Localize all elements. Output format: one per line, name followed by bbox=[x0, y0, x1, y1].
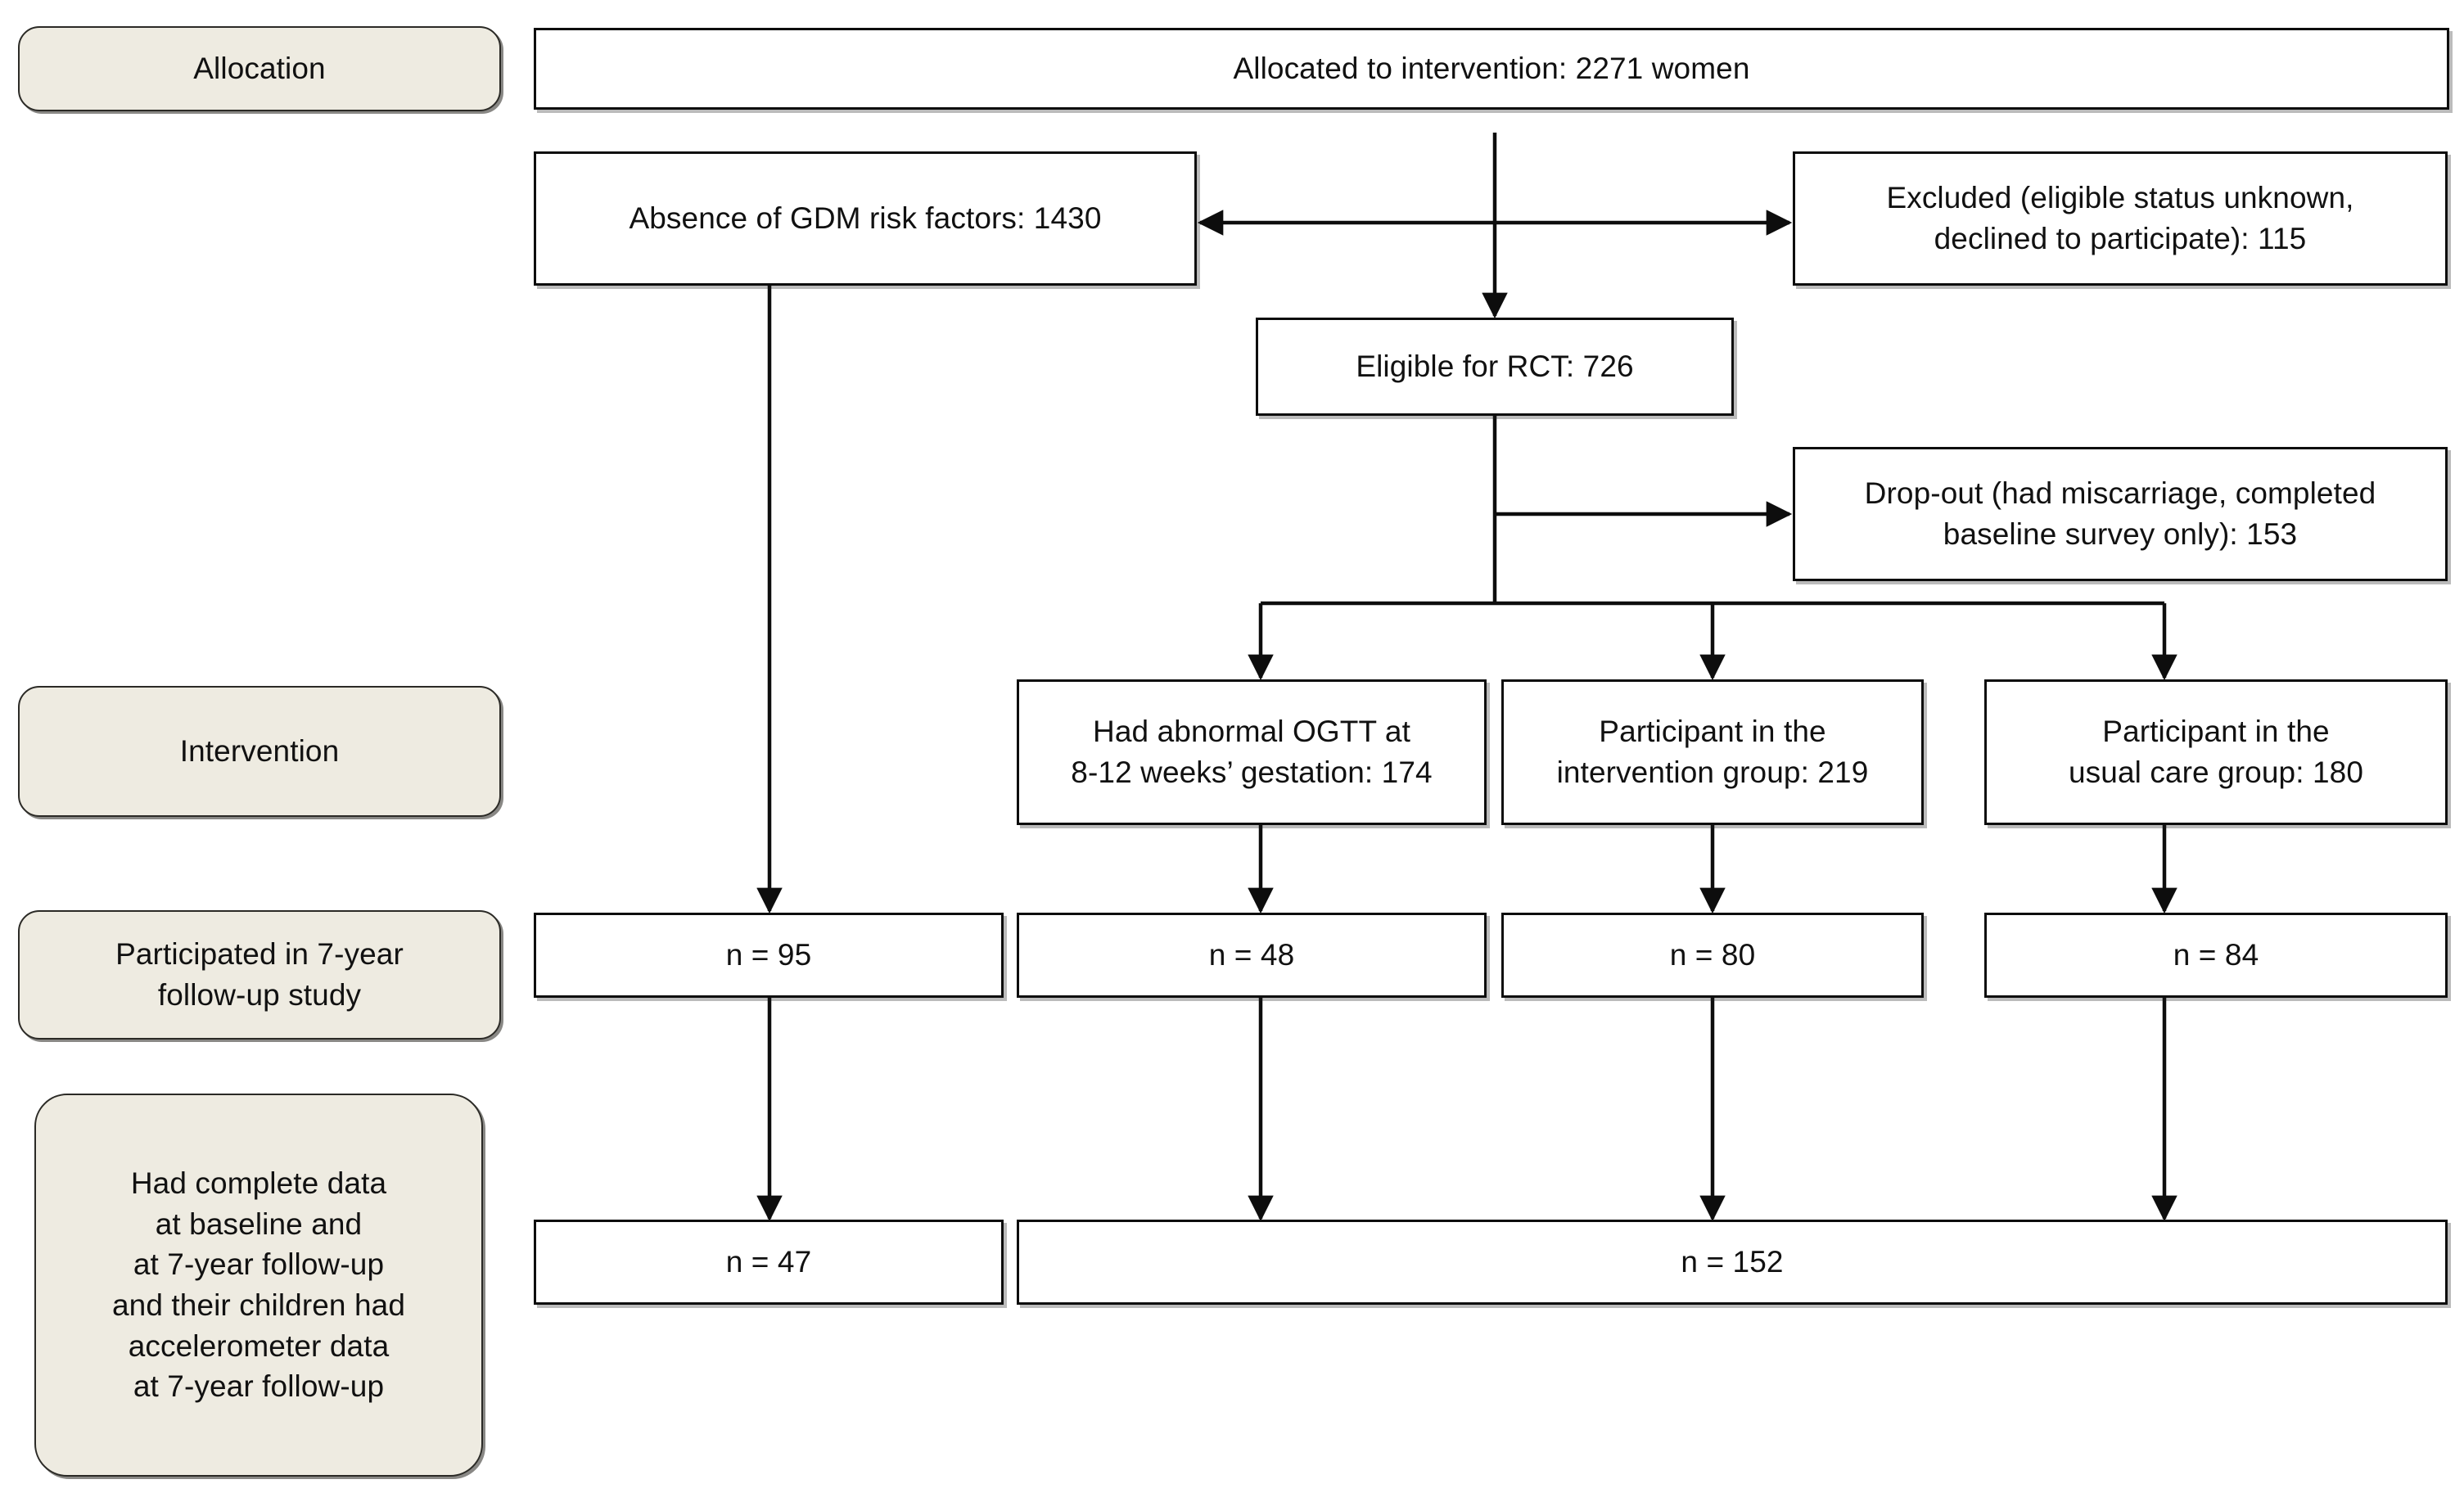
node-followup-intervention: n = 80 bbox=[1501, 913, 1924, 998]
node-abnormal-ogtt-text: Had abnormal OGTT at 8-12 weeks’ gestati… bbox=[1071, 715, 1433, 789]
stage-complete-data-text: Had complete data at baseline and at 7-y… bbox=[111, 1166, 406, 1404]
node-complete-no-risk: n = 47 bbox=[534, 1220, 1004, 1305]
node-usual-care-group: Participant in the usual care group: 180 bbox=[1984, 679, 2448, 825]
node-dropout: Drop-out (had miscarriage, completed bas… bbox=[1793, 447, 2448, 581]
stage-label-followup: Participated in 7-year follow-up study bbox=[18, 910, 501, 1040]
node-followup-ogtt-text: n = 48 bbox=[1208, 938, 1295, 972]
node-excluded: Excluded (eligible status unknown, decli… bbox=[1793, 151, 2448, 286]
node-intervention-group-text: Participant in the intervention group: 2… bbox=[1556, 715, 1869, 789]
node-followup-ogtt: n = 48 bbox=[1017, 913, 1487, 998]
node-followup-usual-care: n = 84 bbox=[1984, 913, 2448, 998]
node-dropout-text: Drop-out (had miscarriage, completed bas… bbox=[1864, 476, 2376, 551]
node-usual-care-group-text: Participant in the usual care group: 180 bbox=[2068, 715, 2363, 789]
node-eligible-rct: Eligible for RCT: 726 bbox=[1256, 318, 1734, 416]
stage-label-allocation: Allocation bbox=[18, 26, 501, 111]
node-no-risk-factors: Absence of GDM risk factors: 1430 bbox=[534, 151, 1197, 286]
node-allocated: Allocated to intervention: 2271 women bbox=[534, 28, 2449, 110]
node-no-risk-factors-text: Absence of GDM risk factors: 1430 bbox=[629, 201, 1102, 236]
node-complete-rct: n = 152 bbox=[1017, 1220, 2448, 1305]
stage-followup-text: Participated in 7-year follow-up study bbox=[115, 937, 404, 1012]
stage-label-intervention: Intervention bbox=[18, 686, 501, 817]
node-followup-usual-care-text: n = 84 bbox=[2173, 938, 2259, 972]
node-followup-no-risk: n = 95 bbox=[534, 913, 1004, 998]
stage-intervention-text: Intervention bbox=[179, 734, 340, 769]
node-intervention-group: Participant in the intervention group: 2… bbox=[1501, 679, 1924, 825]
node-followup-no-risk-text: n = 95 bbox=[725, 938, 812, 972]
node-followup-intervention-text: n = 80 bbox=[1669, 938, 1756, 972]
node-complete-no-risk-text: n = 47 bbox=[725, 1245, 812, 1279]
stage-allocation-text: Allocation bbox=[193, 52, 326, 86]
node-complete-rct-text: n = 152 bbox=[1681, 1245, 1784, 1279]
node-eligible-rct-text: Eligible for RCT: 726 bbox=[1356, 350, 1634, 384]
node-allocated-text: Allocated to intervention: 2271 women bbox=[1233, 52, 1750, 86]
node-excluded-text: Excluded (eligible status unknown, decli… bbox=[1886, 181, 2354, 255]
stage-label-complete-data: Had complete data at baseline and at 7-y… bbox=[34, 1094, 483, 1477]
node-abnormal-ogtt: Had abnormal OGTT at 8-12 weeks’ gestati… bbox=[1017, 679, 1487, 825]
